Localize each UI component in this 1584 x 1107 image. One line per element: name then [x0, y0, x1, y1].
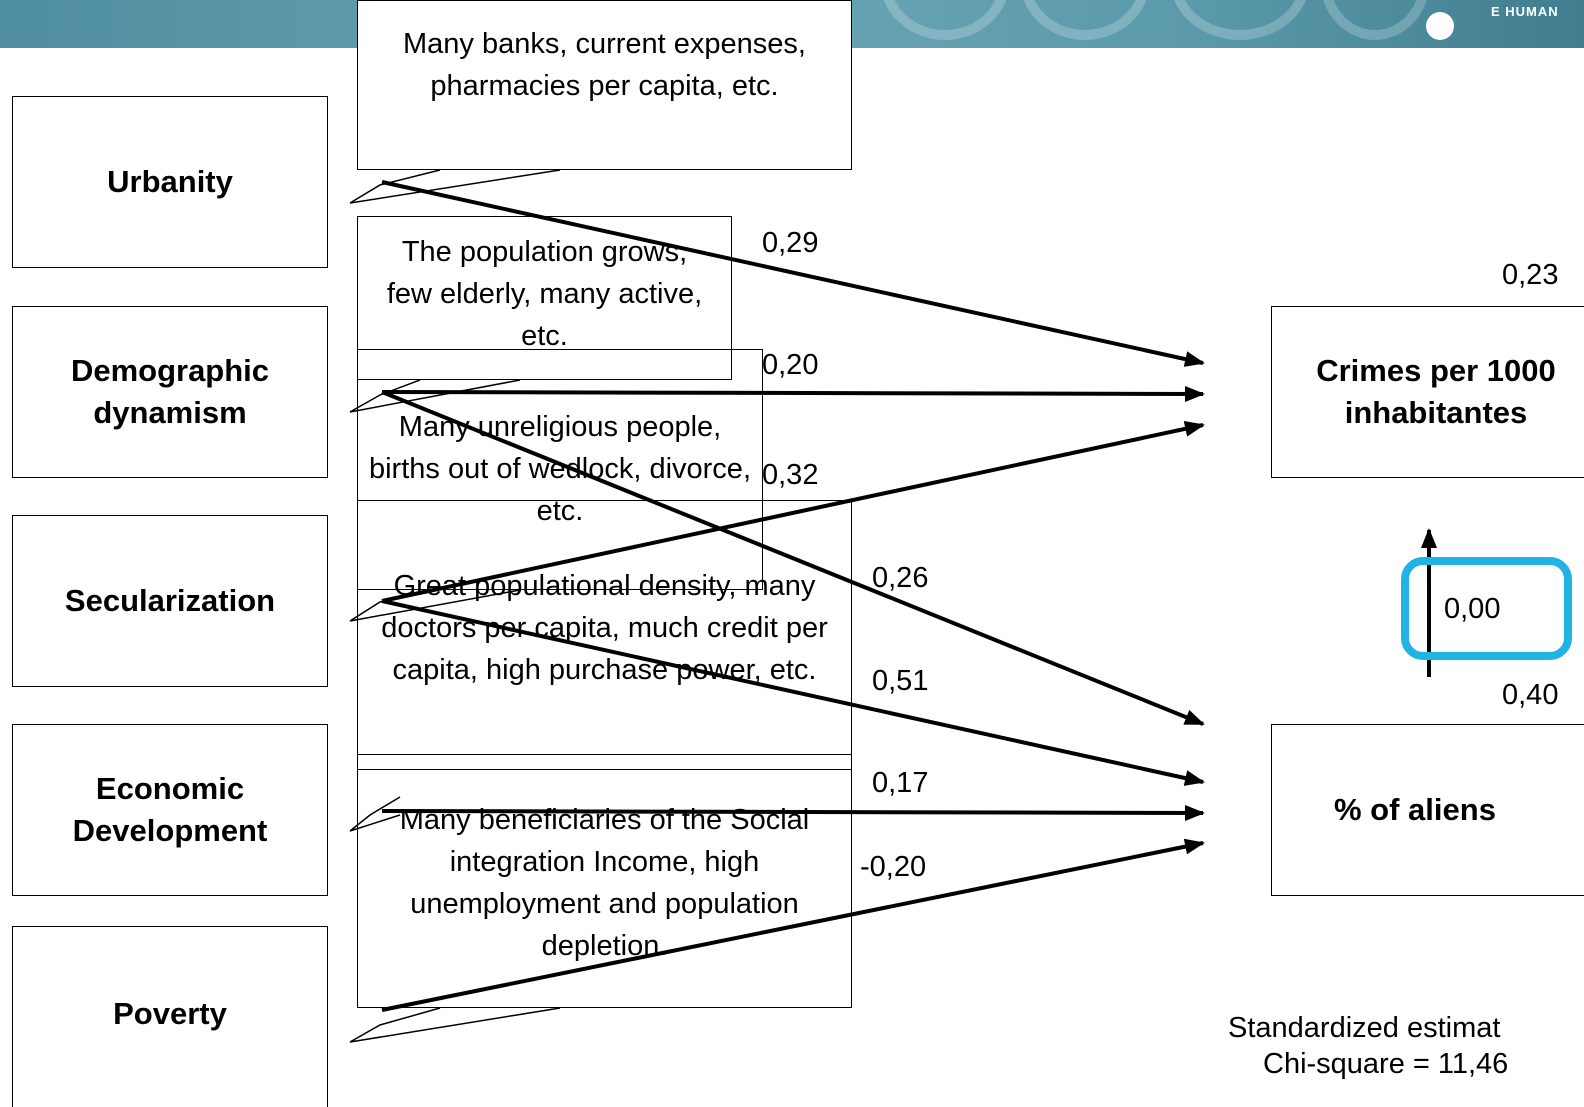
- variable-poverty: Poverty: [12, 926, 328, 1107]
- callout-tail-demographic: [349, 379, 521, 413]
- variable-urbanity: Urbanity: [12, 96, 328, 268]
- coef-economic-to-aliens: 0,17: [872, 767, 929, 799]
- coef-secularization-to-aliens: 0,51: [872, 665, 929, 697]
- variable-demographic-dynamism: Demographic dynamism: [12, 306, 328, 478]
- callout-demographic-dynamism: The population grows, few elderly, many …: [357, 216, 732, 380]
- highlight-box: [1401, 557, 1572, 660]
- variable-pct-aliens: % of aliens: [1271, 724, 1584, 896]
- banner-tagline: E HUMAN: [1491, 4, 1559, 19]
- callout-tail-secularization: [349, 589, 521, 622]
- callout-tail-poverty: [349, 1007, 561, 1043]
- variable-crimes-per-1000: Crimes per 1000 inhabitantes: [1271, 306, 1584, 478]
- arrow-demographic-to-aliens: [381, 390, 1205, 726]
- arrow-poverty-to-aliens: [381, 838, 1205, 1012]
- callout-tail-urbanity: [349, 169, 561, 204]
- callout-poverty: Many beneficiaries of the Social integra…: [357, 754, 852, 1008]
- r-squared-aliens: 0,40: [1502, 679, 1559, 711]
- coef-urbanity-to-crimes: 0,29: [762, 227, 819, 259]
- footnote-estimates: Standardized estimat: [1228, 1012, 1501, 1044]
- logo-dot-icon: [1426, 12, 1454, 40]
- arrow-economic-to-aliens: [381, 804, 1205, 821]
- callout-economic-development: Great populational density, many doctors…: [357, 500, 852, 770]
- variable-secularization: Secularization: [12, 515, 328, 687]
- callout-tail-economic: [349, 796, 401, 832]
- arrow-demographic-to-crimes: [381, 385, 1205, 402]
- callout-secularization: Many unreligious people, births out of w…: [357, 349, 763, 590]
- arrow-secularization-to-crimes: [381, 420, 1205, 603]
- coef-aliens-to-crimes: 0,00: [1444, 593, 1501, 625]
- footnote-chi-square: Chi-square = 11,46: [1263, 1048, 1509, 1080]
- callout-urbanity: Many banks, current expenses, pharmacies…: [357, 0, 852, 170]
- callout-tail-urbanity: [349, 169, 441, 204]
- variable-economic-development: Economic Development: [12, 724, 328, 896]
- arrow-secularization-to-aliens: [381, 599, 1205, 786]
- coef-demographic-to-crimes: 0,20: [762, 349, 819, 381]
- arrow-urbanity-to-crimes: [381, 180, 1205, 367]
- r-squared-crimes: 0,23: [1502, 259, 1559, 291]
- coef-demographic-to-aliens: 0,26: [872, 562, 929, 594]
- coef-poverty-to-aliens: -0,20: [860, 851, 927, 883]
- coef-secularization-to-crimes: 0,32: [762, 459, 819, 491]
